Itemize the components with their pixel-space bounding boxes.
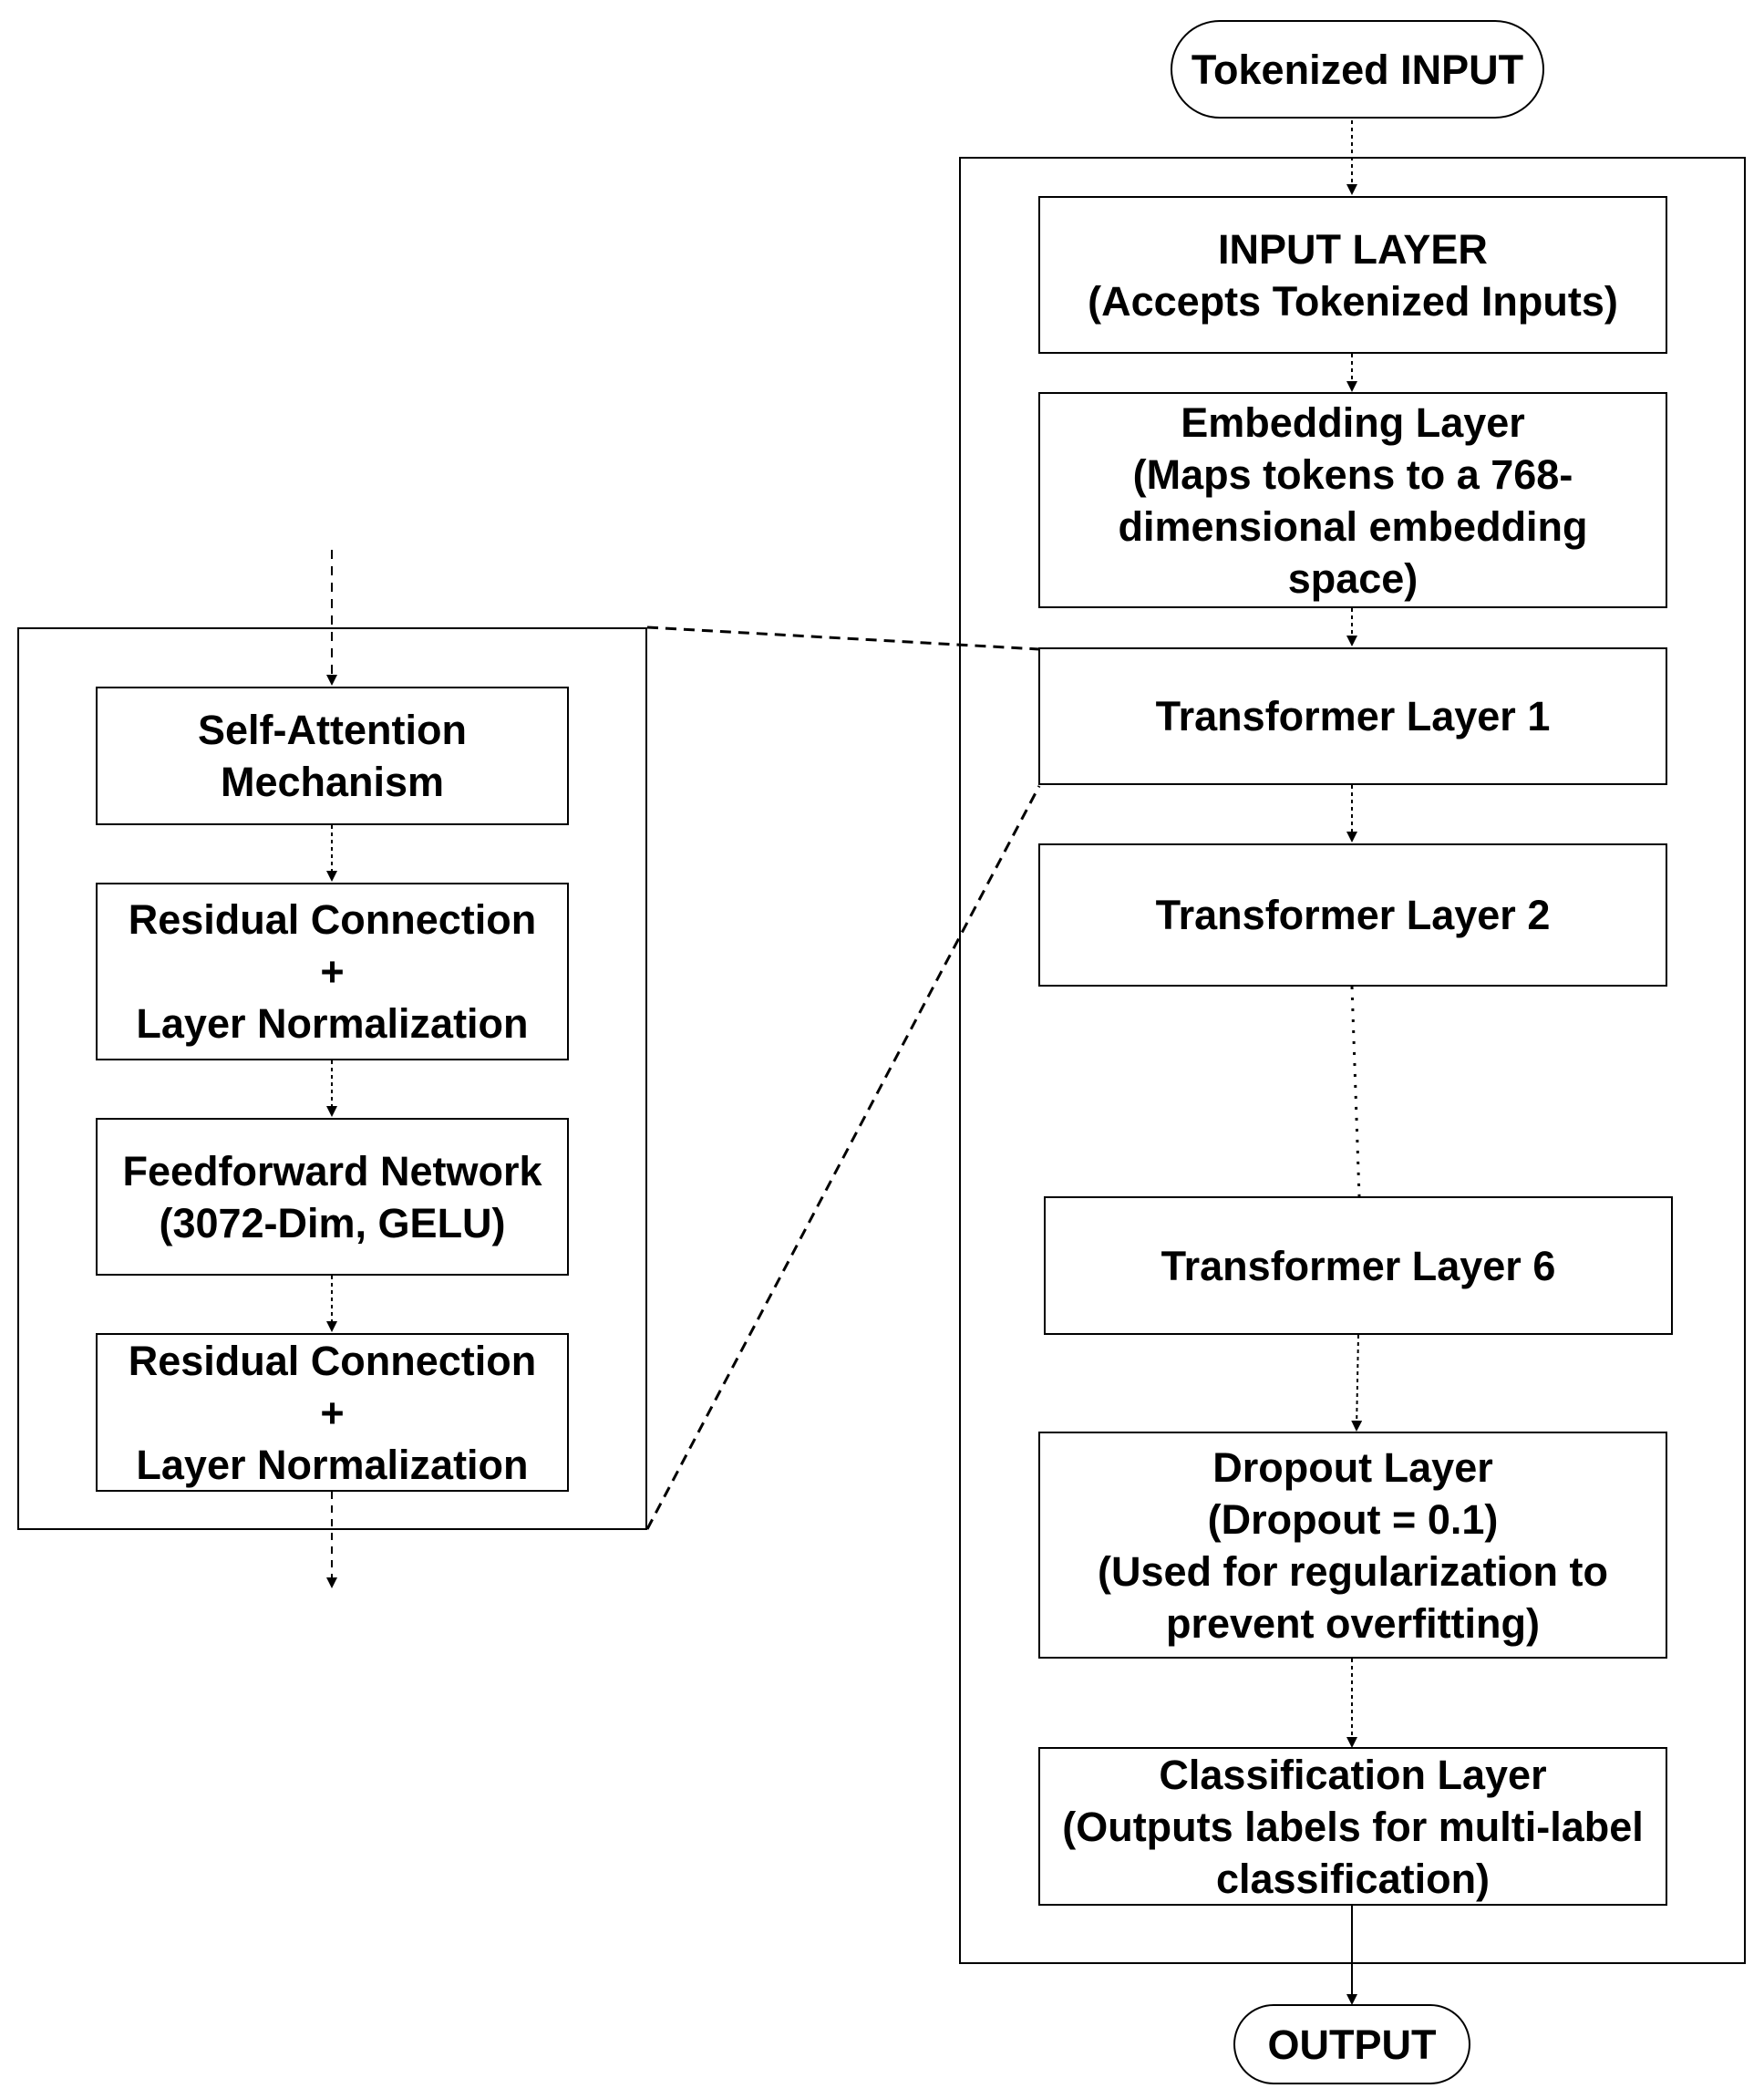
residual-norm-1-box: Residual Connection + Layer Normalizatio… <box>96 883 569 1060</box>
transformer-layer-2-label: Transformer Layer 2 <box>1155 892 1551 938</box>
arrow-transformer6-to-dropout <box>1351 1334 1363 1432</box>
output-label: OUTPUT <box>1267 2021 1437 2068</box>
feedforward-box: Feedforward Network (3072-Dim, GELU) <box>96 1118 569 1276</box>
self-attention-label: Self-Attention Mechanism <box>198 707 467 805</box>
ellipsis-transformer2-to-transformer6 <box>1350 986 1361 1197</box>
embedding-layer-box: Embedding Layer (Maps tokens to a 768- d… <box>1038 392 1667 608</box>
output-terminal: OUTPUT <box>1233 2004 1470 2084</box>
zoom-line-top <box>646 626 1040 651</box>
transformer-layer-6-label: Transformer Layer 6 <box>1161 1242 1556 1289</box>
zoom-line-bottom <box>645 785 1041 1530</box>
tokenized-input-terminal: Tokenized INPUT <box>1171 20 1544 119</box>
transformer-layer-6-box: Transformer Layer 6 <box>1044 1196 1673 1335</box>
tokenized-input-label: Tokenized INPUT <box>1191 46 1524 93</box>
classification-layer-label: Classification Layer (Outputs labels for… <box>1062 1751 1644 1902</box>
input-layer-label: INPUT LAYER (Accepts Tokenized Inputs) <box>1088 225 1618 325</box>
classification-layer-box: Classification Layer (Outputs labels for… <box>1038 1747 1667 1906</box>
self-attention-box: Self-Attention Mechanism <box>96 687 569 825</box>
transformer-detail-container <box>17 627 647 1530</box>
transformer-layer-1-label: Transformer Layer 1 <box>1155 693 1551 739</box>
dropout-layer-box: Dropout Layer (Dropout = 0.1) (Used for … <box>1038 1432 1667 1659</box>
residual-norm-2-label: Residual Connection + Layer Normalizatio… <box>128 1337 537 1488</box>
transformer-layer-1-box: Transformer Layer 1 <box>1038 647 1667 785</box>
model-container <box>959 157 1746 1964</box>
input-layer-box: INPUT LAYER (Accepts Tokenized Inputs) <box>1038 196 1667 354</box>
feedforward-label: Feedforward Network (3072-Dim, GELU) <box>122 1147 542 1246</box>
residual-norm-2-box: Residual Connection + Layer Normalizatio… <box>96 1333 569 1492</box>
transformer-layer-2-box: Transformer Layer 2 <box>1038 843 1667 987</box>
embedding-layer-label: Embedding Layer (Maps tokens to a 768- d… <box>1118 398 1588 602</box>
residual-norm-1-label: Residual Connection + Layer Normalizatio… <box>128 896 537 1047</box>
dropout-layer-label: Dropout Layer (Dropout = 0.1) (Used for … <box>1097 1443 1609 1647</box>
